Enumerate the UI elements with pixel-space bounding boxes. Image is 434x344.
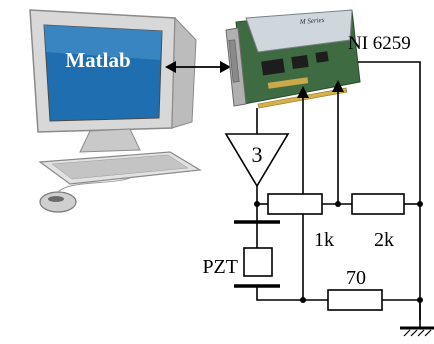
probe-arrow-2	[332, 80, 344, 92]
mouse	[39, 191, 77, 213]
computer-label: Matlab	[65, 48, 130, 72]
probe-arrow-1	[297, 86, 309, 98]
resistor-2k: 2k	[351, 193, 405, 251]
monitor-stand	[79, 128, 141, 153]
ground-symbol	[400, 300, 434, 337]
amplifier-gain: 3	[252, 142, 263, 167]
pzt-element: PZT	[202, 220, 280, 288]
amplifier: 3	[224, 133, 290, 188]
resistor-1k: 1k	[267, 193, 334, 251]
amplifier-symbol	[224, 133, 290, 188]
pzt-label: PZT	[202, 256, 238, 278]
daq-label: NI 6259	[348, 33, 411, 54]
wire-daq-right	[358, 61, 421, 320]
computer: Matlab	[29, 9, 202, 213]
junctions	[254, 201, 423, 303]
daq-card: M Series NI 6259	[225, 9, 411, 109]
daq-cover	[245, 9, 353, 53]
resistor-70-label: 70	[346, 267, 366, 289]
monitor-side	[171, 16, 197, 129]
daq-board-text: M Series	[298, 16, 325, 26]
resistor-1k-label: 1k	[314, 229, 334, 251]
data-link-arrow	[165, 61, 231, 73]
resistor-70: 70	[327, 267, 383, 311]
resistor-2k-label: 2k	[374, 229, 394, 251]
